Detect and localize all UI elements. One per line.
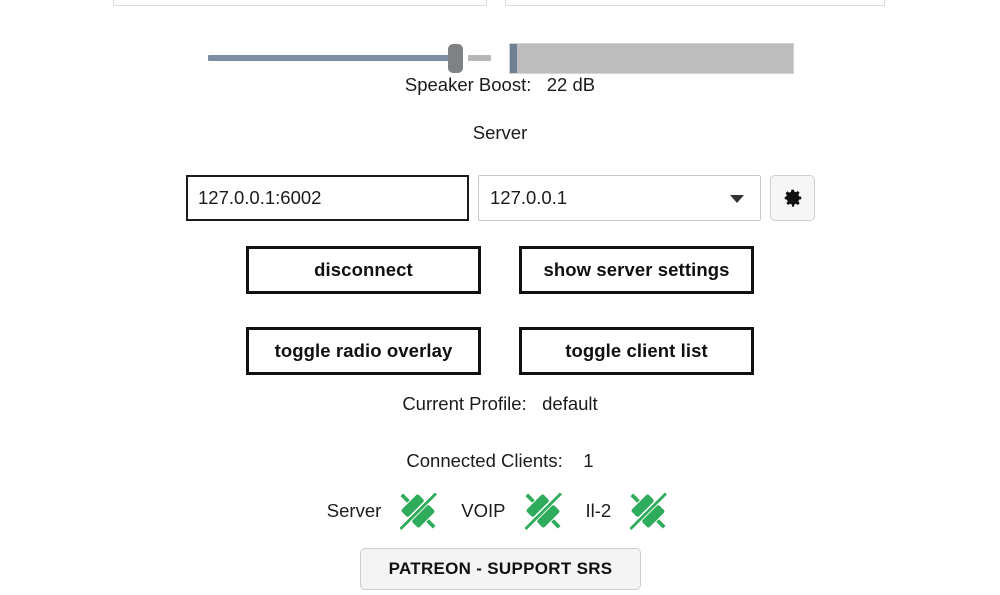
server-section-heading: Server — [472, 122, 528, 143]
vu-meter-level — [510, 44, 517, 73]
server-host-select-value: 127.0.0.1 — [490, 187, 568, 208]
status-item-il2: Il-2 — [586, 486, 674, 536]
clipped-panel-right — [505, 0, 885, 6]
server-address-input[interactable] — [186, 175, 469, 221]
speaker-boost-slider-track-filled[interactable] — [208, 55, 451, 61]
plug-connected-icon-server — [399, 492, 438, 530]
status-item-server: Server — [327, 486, 462, 536]
chevron-down-icon — [730, 195, 744, 203]
server-settings-gear-button[interactable] — [770, 175, 815, 221]
toggle-client-list-button[interactable]: toggle client list — [519, 327, 754, 375]
speaker-boost-slider-row — [0, 20, 1000, 73]
plug-connected-icon-voip — [523, 492, 562, 530]
toggle-radio-overlay-button[interactable]: toggle radio overlay — [246, 327, 481, 375]
show-server-settings-button[interactable]: show server settings — [519, 246, 754, 294]
status-label-il2: Il-2 — [585, 500, 612, 521]
status-label-server: Server — [326, 500, 382, 521]
server-connection-row: 127.0.0.1 — [0, 175, 1000, 225]
plug-connected-icon-il2 — [629, 492, 668, 530]
disconnect-button[interactable]: disconnect — [246, 246, 481, 294]
microphone-vu-meter — [510, 44, 793, 73]
speaker-boost-slider-thumb[interactable] — [448, 44, 463, 73]
connected-clients-label: Connected Clients: 1 — [406, 450, 594, 471]
patreon-support-button[interactable]: PATREON - SUPPORT SRS — [360, 548, 641, 590]
speaker-boost-label: Speaker Boost: 22 dB — [404, 74, 596, 95]
speaker-boost-slider-track-remaining[interactable] — [468, 55, 491, 61]
clipped-panel-left — [113, 0, 487, 6]
server-host-select[interactable]: 127.0.0.1 — [478, 175, 761, 221]
status-item-voip: VOIP — [461, 486, 585, 536]
current-profile-label: Current Profile: default — [402, 393, 598, 414]
connection-status-row: Server VOIP Il-2 — [0, 483, 1000, 539]
gear-icon — [782, 187, 804, 209]
status-label-voip: VOIP — [461, 500, 506, 521]
